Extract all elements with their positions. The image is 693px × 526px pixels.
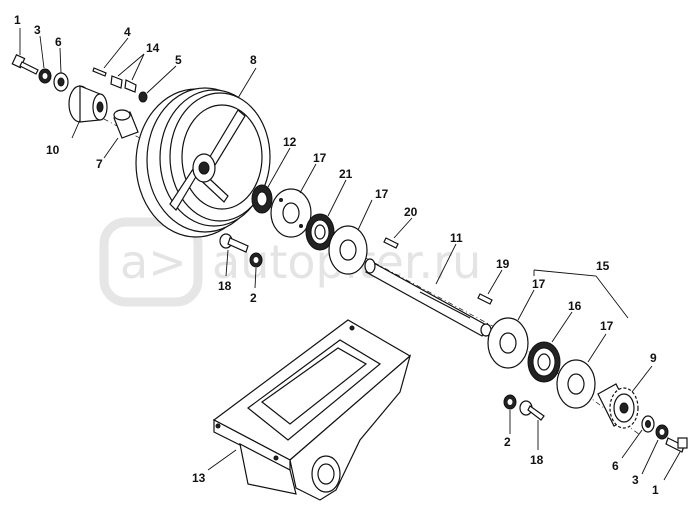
key-part-20 (383, 217, 413, 249)
washer-part-6-top (53, 47, 69, 92)
callout-8: 8 (250, 53, 257, 67)
callout-6-top: 6 (55, 35, 62, 49)
flange-part-17-a (270, 163, 317, 238)
flange-part-17-d (556, 333, 607, 409)
bolt-part-18-lower (519, 400, 545, 450)
callout-2-upper: 2 (250, 291, 257, 305)
callout-11: 11 (450, 231, 463, 245)
callout-17-b: 17 (375, 187, 389, 201)
callout-13: 13 (192, 471, 206, 485)
callout-10: 10 (46, 143, 60, 157)
callout-18-upper: 18 (218, 279, 232, 293)
callout-17-d: 17 (600, 319, 614, 333)
hub-part-10 (68, 85, 108, 139)
nut-part-3-top (38, 35, 52, 84)
callout-15: 15 (596, 259, 610, 273)
shaft-part-11 (364, 243, 492, 337)
callout-3-bottom: 3 (632, 473, 639, 487)
seal-part-12 (251, 147, 291, 214)
callout-1-bottom: 1 (652, 483, 659, 497)
callout-7: 7 (96, 157, 103, 171)
callout-12: 12 (283, 135, 297, 149)
spacer-part-7 (103, 109, 139, 159)
key-part-19 (477, 269, 503, 305)
svg-text:a>: a> (120, 235, 187, 289)
callout-5: 5 (175, 53, 182, 67)
callout-1-top: 1 (14, 13, 21, 27)
bolt-part-18-upper (219, 233, 249, 277)
washer-part-6-bottom (621, 415, 655, 459)
callout-17-c: 17 (532, 277, 546, 291)
bolt-part-1-bottom (663, 437, 688, 481)
callout-3-top: 3 (34, 23, 41, 37)
callout-6-bottom: 6 (612, 459, 619, 473)
callout-17-a: 17 (313, 151, 327, 165)
flange-part-17-b (328, 199, 373, 275)
callout-14: 14 (146, 41, 160, 55)
pulley-part-8 (135, 67, 271, 238)
bearing-part-16 (527, 311, 573, 383)
callout-20: 20 (404, 205, 418, 219)
callout-21: 21 (339, 167, 353, 181)
callout-4: 4 (124, 25, 131, 39)
callout-19: 19 (496, 257, 510, 271)
nut-part-5 (138, 65, 177, 103)
callout-9: 9 (650, 351, 657, 365)
pin-part-4 (92, 37, 129, 77)
bearing-part-21 (305, 179, 347, 251)
group-leader-part-15 (533, 269, 629, 319)
callout-2-lower: 2 (504, 435, 511, 449)
nut-part-2-upper (249, 252, 263, 289)
callout-labels: 1 3 6 4 14 5 8 10 7 12 17 21 17 20 11 19… (14, 13, 659, 497)
nut-part-2-lower (503, 394, 517, 434)
sleeve-part-14 (110, 53, 145, 93)
callout-18-lower: 18 (530, 453, 544, 467)
callout-16: 16 (568, 299, 582, 313)
sprocket-part-9 (597, 365, 653, 429)
nut-part-3-bottom (641, 424, 669, 475)
bolt-part-1-top (11, 28, 39, 75)
flange-part-17-c (487, 289, 535, 369)
bracket-part-13 (207, 319, 412, 501)
